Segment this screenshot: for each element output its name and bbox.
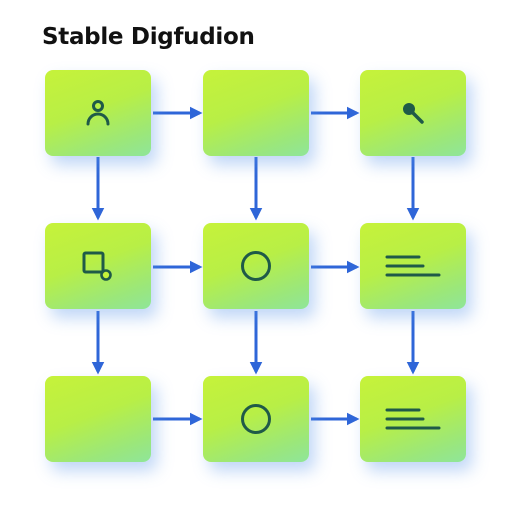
node-square-connector[interactable] xyxy=(45,223,151,309)
text-lines-icon xyxy=(385,408,441,430)
circle-icon xyxy=(241,251,271,281)
circle-icon xyxy=(241,404,271,434)
diagram-title: Stable Digfudion xyxy=(42,24,255,50)
square-connector-icon xyxy=(82,251,112,281)
node-text-middle[interactable] xyxy=(360,223,466,309)
node-circle-middle[interactable] xyxy=(203,223,309,309)
node-circle-bottom[interactable] xyxy=(203,376,309,462)
node-empty-bottom[interactable] xyxy=(45,376,151,462)
person-icon xyxy=(86,100,110,126)
node-text-bottom[interactable] xyxy=(360,376,466,462)
magnifier-icon xyxy=(403,103,424,124)
node-person[interactable] xyxy=(45,70,151,156)
node-empty-top[interactable] xyxy=(203,70,309,156)
node-search[interactable] xyxy=(360,70,466,156)
text-lines-icon xyxy=(385,255,441,277)
